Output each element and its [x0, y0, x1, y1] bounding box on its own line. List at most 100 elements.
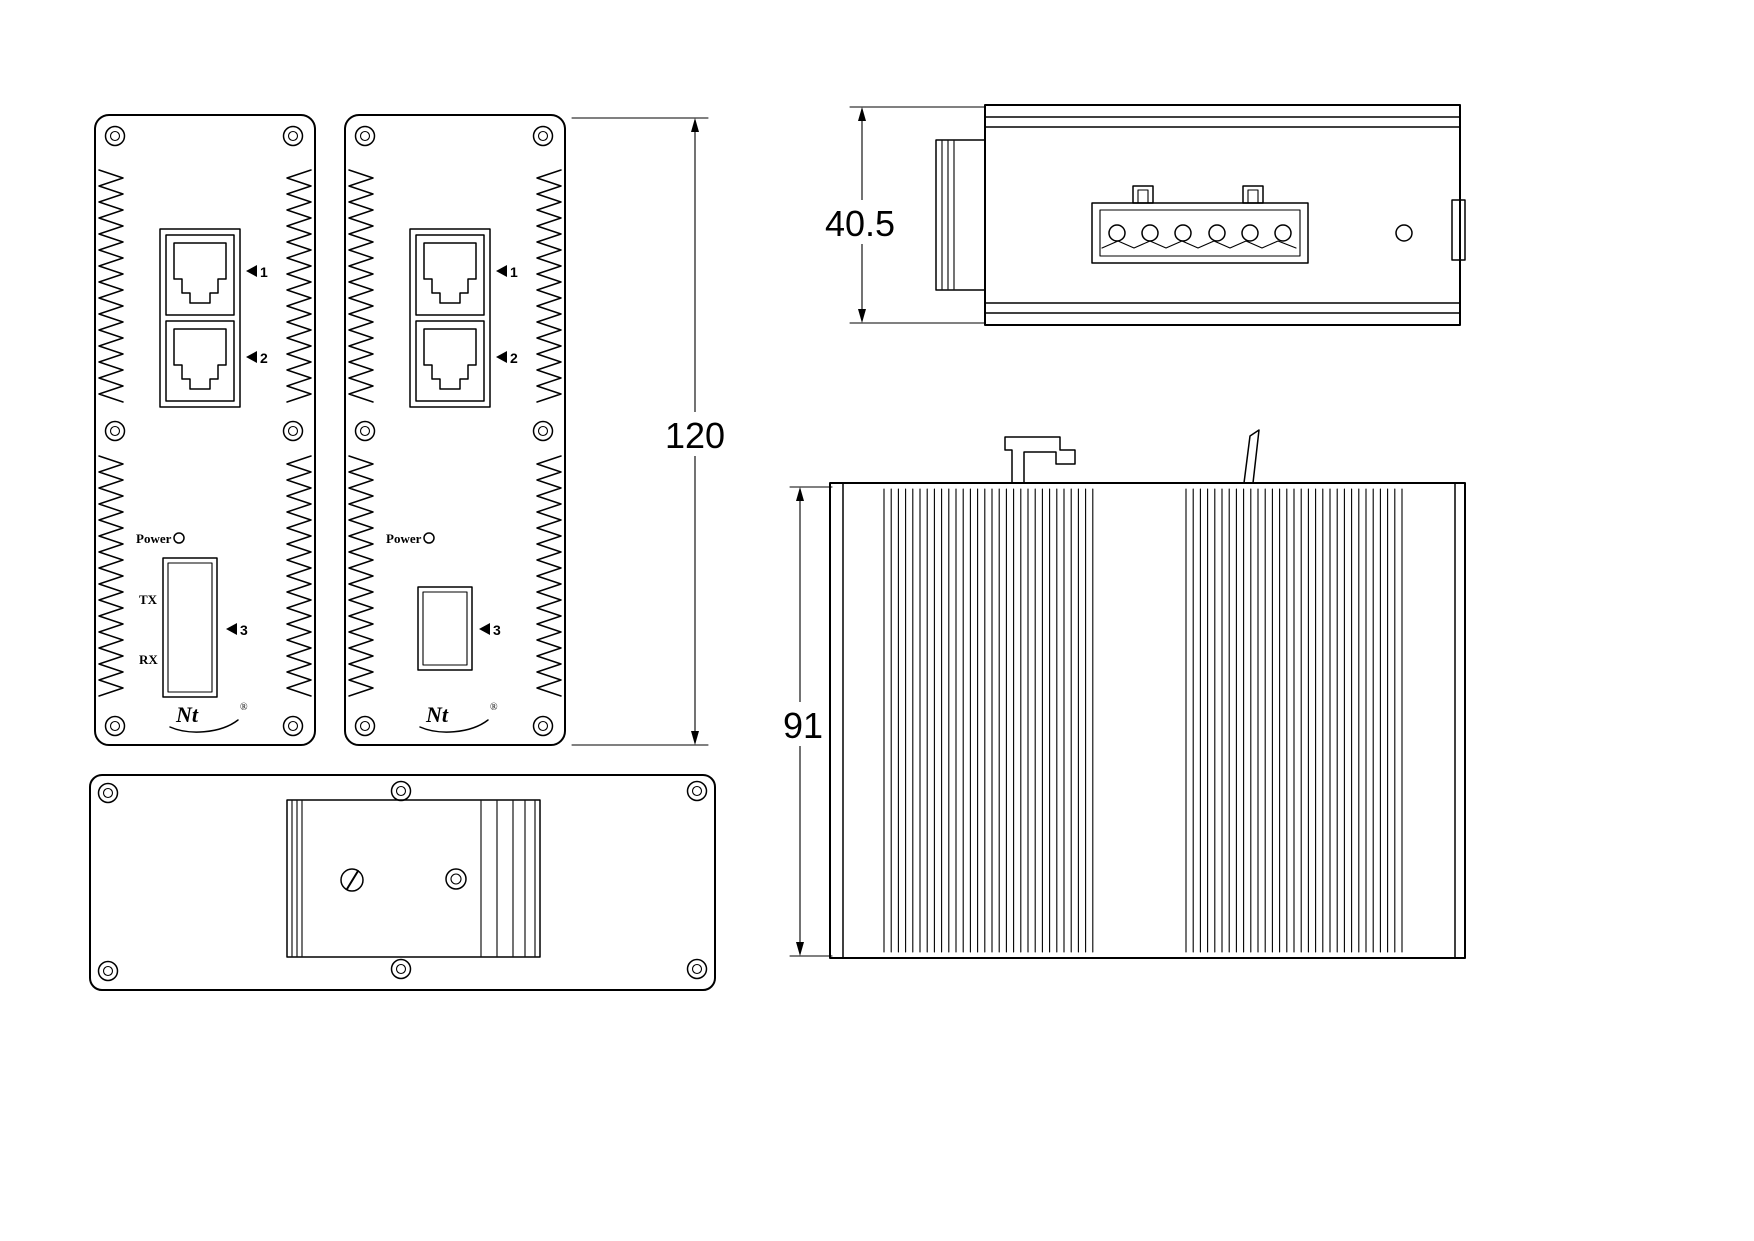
arrowhead-icon — [796, 487, 804, 501]
port-1-arrow-icon — [246, 265, 257, 277]
dim-value-120: 120 — [665, 415, 725, 456]
screw-hole — [282, 715, 304, 737]
heatsink-fins — [883, 488, 1094, 953]
fiber-port-inner — [167, 562, 213, 693]
plate-ridges — [291, 800, 303, 957]
screw-hole — [686, 780, 708, 802]
mount-hole — [445, 868, 467, 890]
terminal-pin — [1174, 224, 1192, 242]
sfp-port — [417, 586, 473, 671]
screw-hole — [354, 125, 376, 147]
mount-screw — [340, 868, 364, 892]
mount-hole-inner — [450, 873, 462, 885]
terminal-pin — [1274, 224, 1292, 242]
screw-hole — [532, 715, 554, 737]
heatsink-serration — [348, 169, 374, 403]
rj45-block — [409, 228, 491, 408]
tx-label: TX — [139, 592, 158, 607]
side-view — [829, 429, 1466, 959]
terminal-block — [1091, 202, 1309, 264]
terminal-pin — [1108, 224, 1126, 242]
screw-hole — [354, 715, 376, 737]
housing-outline — [829, 482, 1466, 959]
panel-outline — [344, 114, 566, 746]
rj45-block — [159, 228, 241, 408]
rj45-jack-opening — [423, 328, 477, 390]
dim-text-mask — [666, 412, 724, 456]
screw-hole — [97, 782, 119, 804]
top-view — [935, 104, 1466, 326]
port-3-label: 3 — [493, 622, 501, 638]
screw-hole — [686, 958, 708, 980]
power-label: Power — [136, 531, 172, 546]
connector-hatch — [941, 140, 955, 290]
screw-hole — [104, 715, 126, 737]
port-3-arrow-icon — [226, 623, 237, 635]
heatsink-serration — [98, 169, 124, 403]
brand-logo-text: Nt — [425, 702, 449, 727]
arrowhead-icon — [691, 731, 699, 745]
heatsink-serration — [286, 169, 312, 403]
power-led — [423, 532, 435, 544]
terminal-pin — [1208, 224, 1226, 242]
registered-mark: ® — [240, 702, 248, 713]
brand-logo-text: Nt — [175, 702, 199, 727]
rx-label: RX — [139, 652, 158, 667]
side-connector-block — [935, 139, 986, 291]
screw-hole — [282, 420, 304, 442]
screw-hole — [104, 125, 126, 147]
base-outline — [89, 774, 716, 991]
rj45-jack-opening — [173, 328, 227, 390]
screw-hole — [532, 125, 554, 147]
dim-text-mask — [814, 200, 906, 244]
panel-outline — [94, 114, 316, 746]
rj45-port-1 — [415, 234, 485, 316]
heatsink-serration — [348, 455, 374, 697]
dimension-91: 91 — [778, 486, 833, 957]
terminal-pin — [1241, 224, 1259, 242]
terminal-tab — [1242, 185, 1264, 204]
edge-notch — [1451, 199, 1466, 261]
plate-ridges — [480, 800, 514, 957]
heatsink-serration — [536, 455, 562, 697]
dim-value-91: 91 — [783, 705, 823, 746]
plate-ridges — [524, 800, 536, 957]
heatsink-serration — [286, 455, 312, 697]
rj45-jack-opening — [173, 242, 227, 304]
port-2-arrow-icon — [246, 351, 257, 363]
arrowhead-icon — [858, 309, 866, 323]
terminal-tab-slot — [1247, 189, 1259, 204]
port-2-label: 2 — [510, 350, 518, 366]
registered-mark: ® — [490, 702, 498, 713]
dim-value-40-5: 40.5 — [825, 203, 895, 244]
power-label: Power — [386, 531, 422, 546]
port-2-arrow-icon — [496, 351, 507, 363]
heatsink-serration — [536, 169, 562, 403]
screw-hole — [97, 960, 119, 982]
logo-swoosh — [169, 719, 239, 733]
screw-hole — [390, 958, 412, 980]
din-clip-lever — [1243, 429, 1260, 484]
screw-hole — [354, 420, 376, 442]
fiber-port — [162, 557, 218, 698]
port-1-arrow-icon — [496, 265, 507, 277]
port-2-label: 2 — [260, 350, 268, 366]
rj45-port-2 — [165, 320, 235, 402]
terminal-block-inner — [1099, 209, 1301, 257]
arrowhead-icon — [691, 118, 699, 132]
port-1-label: 1 — [510, 264, 518, 280]
rj45-port-2 — [415, 320, 485, 402]
front-view-2: 1 2 Power 3 Nt ® — [344, 114, 566, 746]
heatsink-fins — [1185, 488, 1403, 953]
port-3-arrow-icon — [479, 623, 490, 635]
mount-screw-slot — [346, 870, 359, 890]
ground-hole — [1395, 224, 1413, 242]
din-mount-plate — [286, 799, 541, 958]
screw-hole — [282, 125, 304, 147]
power-led — [173, 532, 185, 544]
sfp-port-inner — [422, 591, 468, 666]
arrowhead-icon — [858, 107, 866, 121]
brand-logo: Nt ® — [169, 702, 248, 733]
terminal-tab — [1132, 185, 1154, 204]
